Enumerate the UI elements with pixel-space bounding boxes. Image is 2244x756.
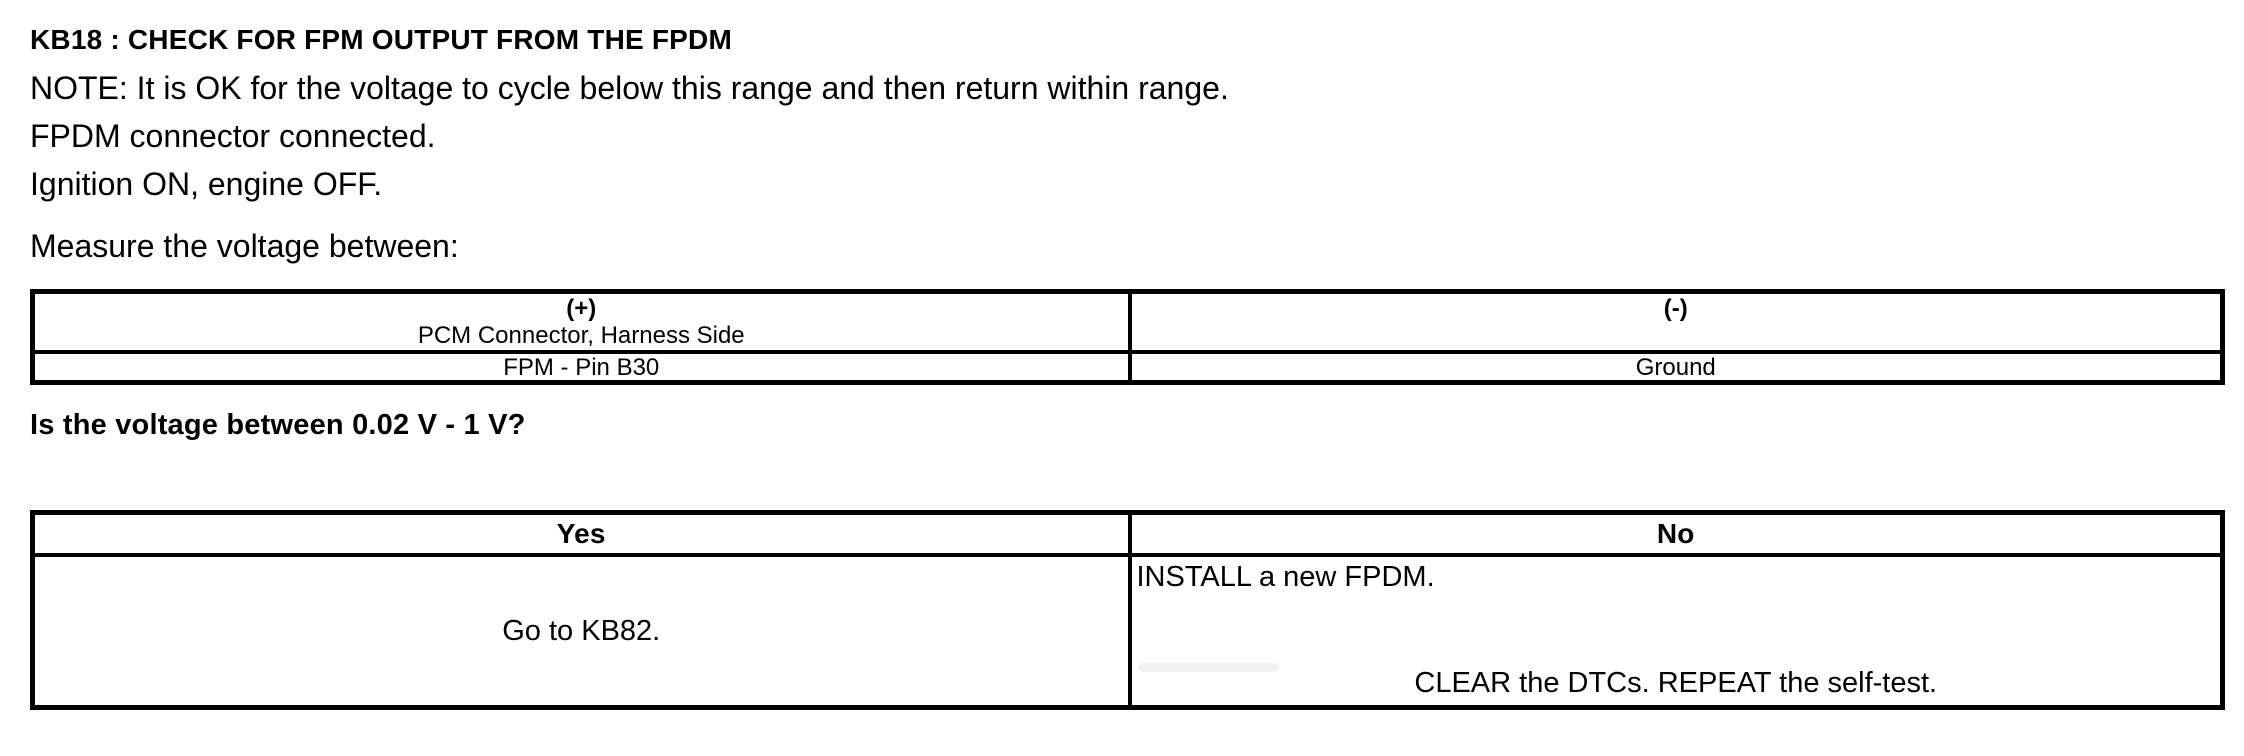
instruction-ignition: Ignition ON, engine OFF.: [30, 166, 383, 202]
measurement-negative-pin-cell: Ground: [1127, 350, 2220, 380]
instruction-measure-intro: Measure the voltage between:: [30, 228, 459, 264]
no-action-secondary: CLEAR the DTCs. REPEAT the self-test.: [1414, 667, 1938, 699]
no-action-primary: INSTALL a new FPDM.: [1136, 561, 1435, 593]
decision-question: Is the voltage between 0.02 V - 1 V?: [30, 409, 526, 441]
decision-table: Yes No Go to KB82. INSTALL a new FPDM. C…: [30, 510, 2225, 710]
negative-sign-label: (-): [1663, 295, 1688, 322]
measurement-positive-pin-cell: FPM - Pin B30: [35, 350, 1128, 380]
measurement-positive-header-cell: (+) PCM Connector, Harness Side: [35, 294, 1128, 350]
positive-location-label: PCM Connector, Harness Side: [417, 322, 745, 349]
yes-action-cell: Go to KB82.: [35, 553, 1128, 705]
note-line: NOTE: It is OK for the voltage to cycle …: [30, 70, 1229, 106]
no-action-cell: INSTALL a new FPDM. CLEAR the DTCs. REPE…: [1127, 553, 2220, 705]
instruction-connector: FPDM connector connected.: [30, 118, 436, 154]
positive-sign-label: (+): [566, 295, 597, 322]
no-column-header: No: [1127, 515, 2220, 553]
procedure-title: KB18 : CHECK FOR FPM OUTPUT FROM THE FPD…: [30, 24, 732, 55]
measurement-table: (+) PCM Connector, Harness Side (-) FPM …: [30, 289, 2225, 385]
yes-column-header: Yes: [35, 515, 1128, 553]
measurement-negative-header-cell: (-): [1127, 294, 2220, 350]
faint-artifact: [1138, 663, 1279, 672]
